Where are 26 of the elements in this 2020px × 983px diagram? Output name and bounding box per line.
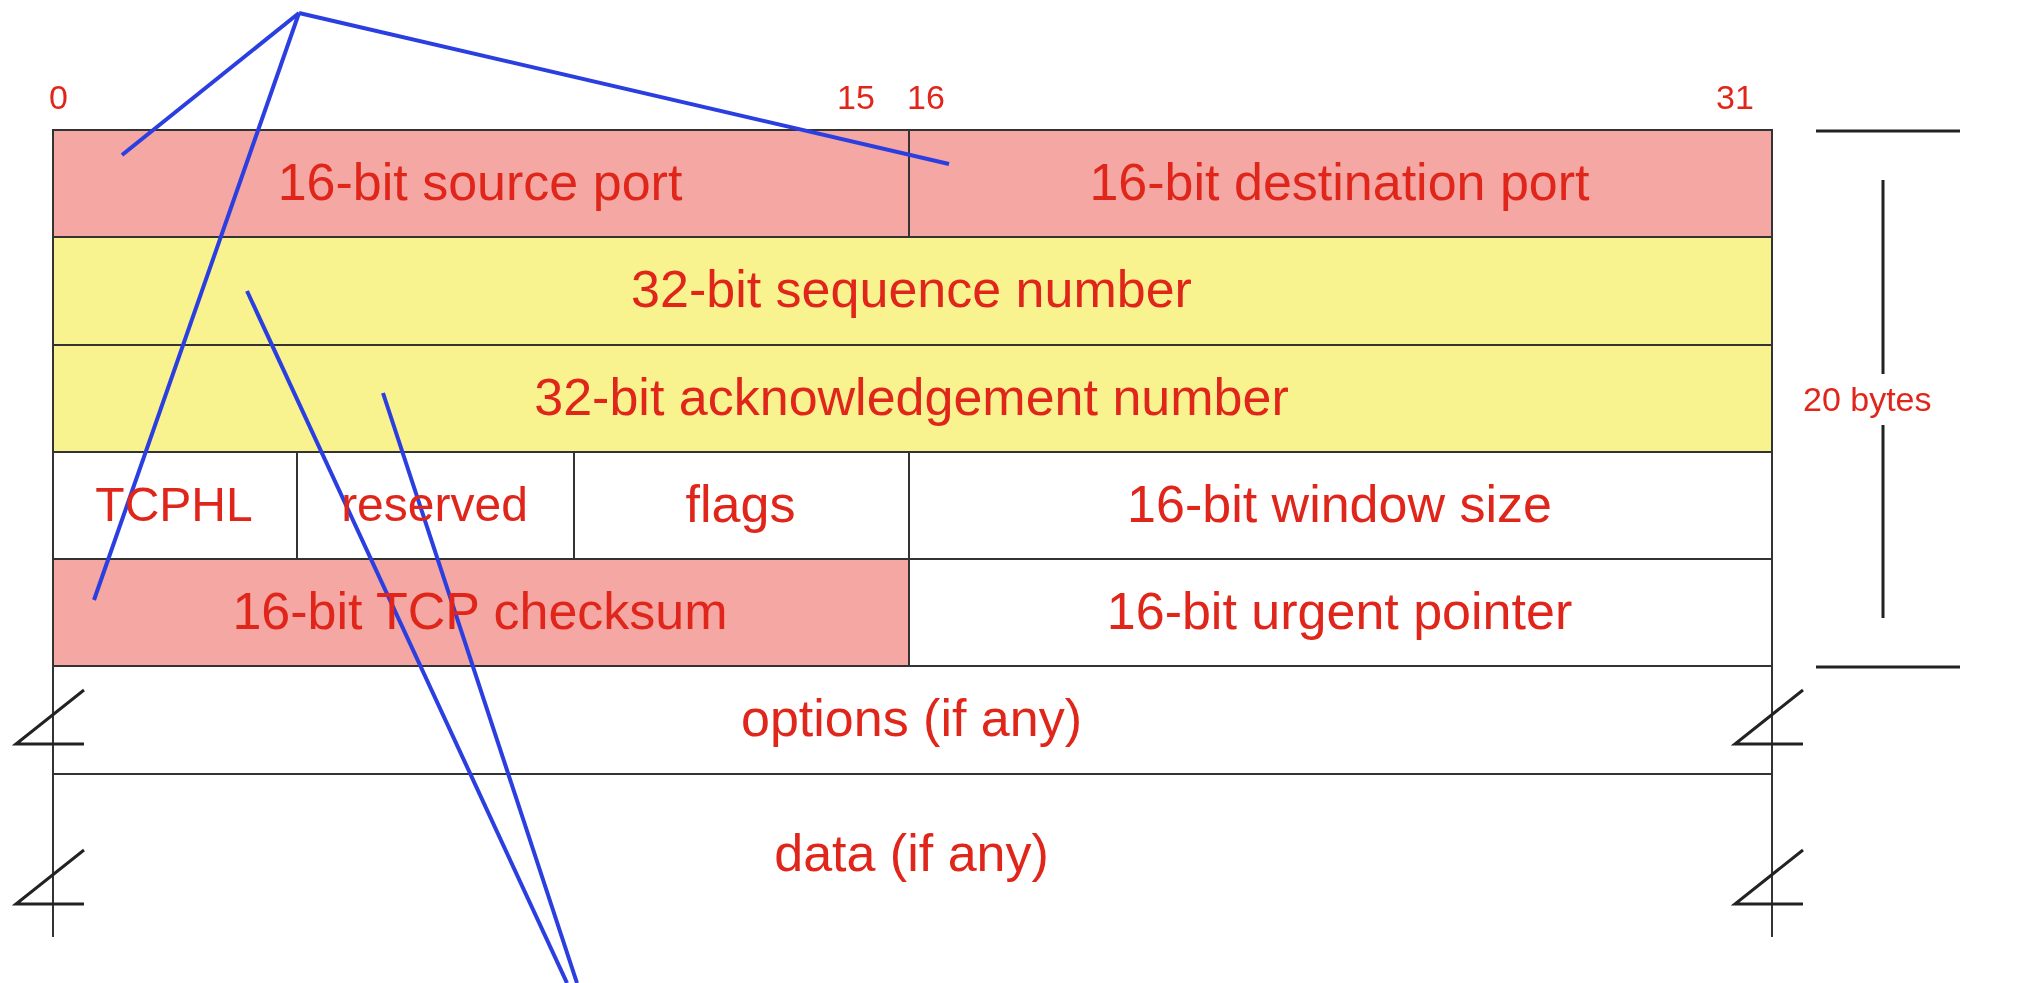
- field-label: data (if any): [774, 825, 1049, 883]
- leader-line: [92, 12, 301, 601]
- header-field: [52, 344, 1773, 453]
- header-field: [52, 558, 910, 667]
- leader-line: [298, 11, 950, 166]
- field-label: flags: [685, 475, 796, 534]
- header-field: [908, 129, 1773, 238]
- header-field: [52, 236, 1773, 346]
- field-label: options (if any): [741, 690, 1082, 748]
- header-field: [52, 129, 910, 238]
- header-field: [52, 773, 1773, 937]
- bit-number: 31: [1716, 78, 1754, 117]
- bit-number: 0: [49, 78, 68, 117]
- field-label: 16-bit urgent pointer: [1106, 582, 1573, 641]
- field-label: 32-bit sequence number: [631, 261, 1192, 319]
- size-label: 20 bytes: [1803, 380, 1932, 419]
- leader-line: [245, 290, 569, 983]
- field-label: 32-bit acknowledgement number: [534, 368, 1289, 427]
- leader-line: [120, 11, 301, 157]
- bit-number: 16: [907, 78, 945, 117]
- field-label: 16-bit source port: [277, 153, 683, 212]
- field-label: 16-bit destination port: [1089, 153, 1590, 212]
- field-label: 16-bit window size: [1127, 475, 1552, 534]
- leader-line: [381, 392, 579, 983]
- header-field: [52, 665, 1773, 775]
- bit-number: 15: [837, 78, 875, 117]
